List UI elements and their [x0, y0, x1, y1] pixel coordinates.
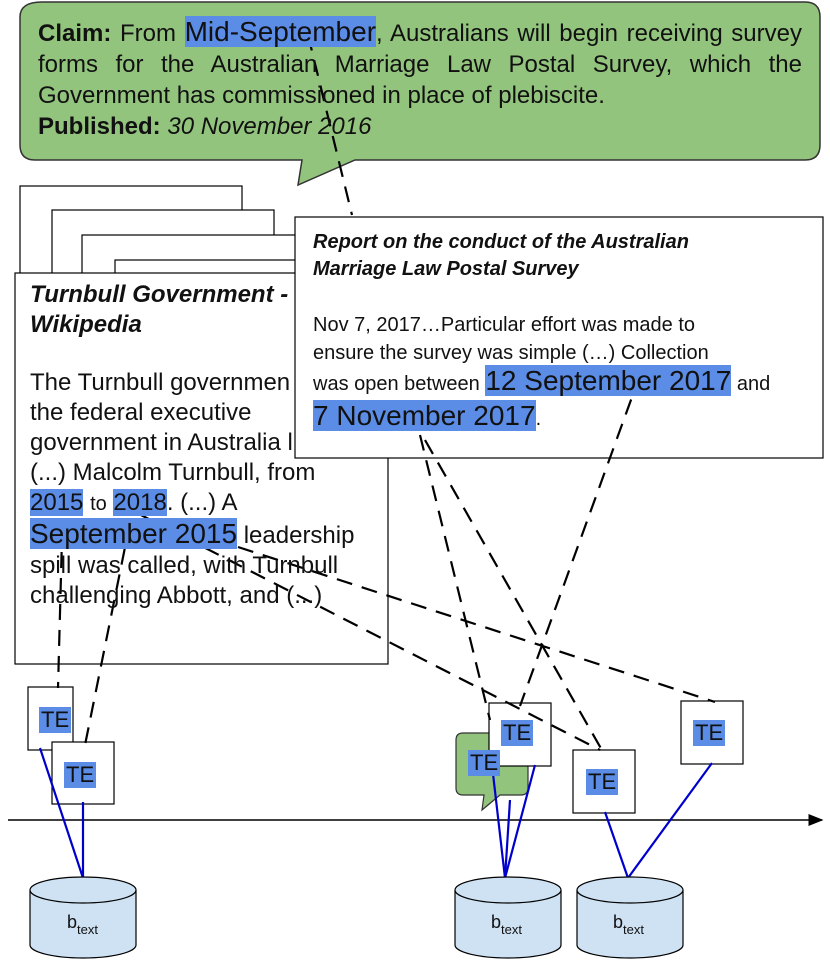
btext-sub-3: text — [623, 922, 644, 937]
wiki-line-7: spill was called, with Turnbull — [30, 552, 339, 579]
te-db-links — [38, 747, 713, 879]
wiki-doc-body: The Turnbull governmen the federal execu… — [30, 368, 375, 611]
db-cylinder-1 — [29, 876, 137, 959]
published-label: Published: — [38, 113, 161, 140]
claim-text-before: From — [119, 20, 176, 47]
db-cylinder-2 — [454, 876, 562, 959]
published-date: 30 November 2016 — [167, 113, 372, 140]
te-label-claim: TE — [468, 750, 501, 776]
report-highlight-nov-2017: 7 November 2017 — [313, 400, 536, 431]
btext-base-2: b — [491, 912, 502, 932]
te-label-3: TE — [501, 720, 534, 746]
btext-label-1: btext — [67, 912, 98, 937]
report-line-4: 7 November 2017. — [313, 400, 818, 433]
dashed-links — [56, 34, 716, 753]
wiki-line-3: government in Australia l — [30, 429, 293, 456]
report-line3-after: and — [731, 373, 771, 395]
wiki-line-1: The Turnbull governmen — [30, 369, 291, 396]
report-line-2: ensure the survey was simple (…) Collect… — [313, 342, 709, 364]
report-line-3: was open between 12 September 2017 and — [313, 365, 818, 398]
btext-label-3: btext — [613, 912, 644, 937]
wiki-line-2: the federal executive — [30, 399, 252, 426]
wiki-highlight-2018: 2018 — [113, 489, 167, 516]
claim-text-after: , Australians will begin receiving surve… — [38, 20, 802, 109]
wiki-doc-title: Turnbull Government - Wikipedia — [30, 280, 330, 340]
btext-label-2: btext — [491, 912, 522, 937]
report-title-line2: Marriage Law Postal Survey — [313, 258, 579, 280]
report-line-1: Nov 7, 2017…Particular effort was made t… — [313, 314, 696, 336]
db-cylinder-3 — [576, 876, 684, 959]
claim-text: Claim: From Mid-September, Australians w… — [38, 16, 802, 142]
wiki-line-5: 2015 to 2018. (...) A — [30, 488, 375, 519]
btext-base-3: b — [613, 912, 624, 932]
te-label-2: TE — [64, 762, 97, 788]
wiki-title-line1: Turnbull Government - — [30, 281, 289, 308]
wiki-title-line2: Wikipedia — [30, 311, 142, 338]
te-label-1: TE — [39, 707, 72, 733]
te-label-4: TE — [586, 769, 619, 795]
report-title-line1: Report on the conduct of the Australian — [313, 231, 689, 253]
report-highlight-sep-2017: 12 September 2017 — [485, 365, 732, 396]
wiki-line-6: September 2015 leadership — [30, 518, 375, 551]
wiki-line-8: challenging Abbott, and (...) — [30, 582, 323, 609]
wiki-highlight-september-2015: September 2015 — [30, 518, 238, 549]
wiki-highlight-2015: 2015 — [30, 489, 84, 516]
wiki-after-2018: . (...) A — [166, 489, 238, 516]
te-label-5: TE — [693, 720, 726, 746]
claim-bubble — [19, 1, 821, 187]
wiki-after-sept: leadership — [237, 522, 355, 549]
claim-label: Claim: — [38, 20, 112, 47]
report-line3-before: was open between — [313, 373, 486, 395]
report-doc-title: Report on the conduct of the Australian … — [313, 229, 813, 283]
report-line4-after: . — [535, 408, 542, 430]
btext-base-1: b — [67, 912, 78, 932]
claim-highlight-mid-september: Mid-September — [184, 16, 377, 47]
wiki-to: to — [90, 493, 107, 515]
btext-sub-2: text — [501, 922, 522, 937]
btext-sub-1: text — [77, 922, 98, 937]
report-doc-body: Nov 7, 2017…Particular effort was made t… — [313, 311, 818, 433]
wiki-line-4: (...) Malcolm Turnbull, from — [30, 459, 316, 486]
